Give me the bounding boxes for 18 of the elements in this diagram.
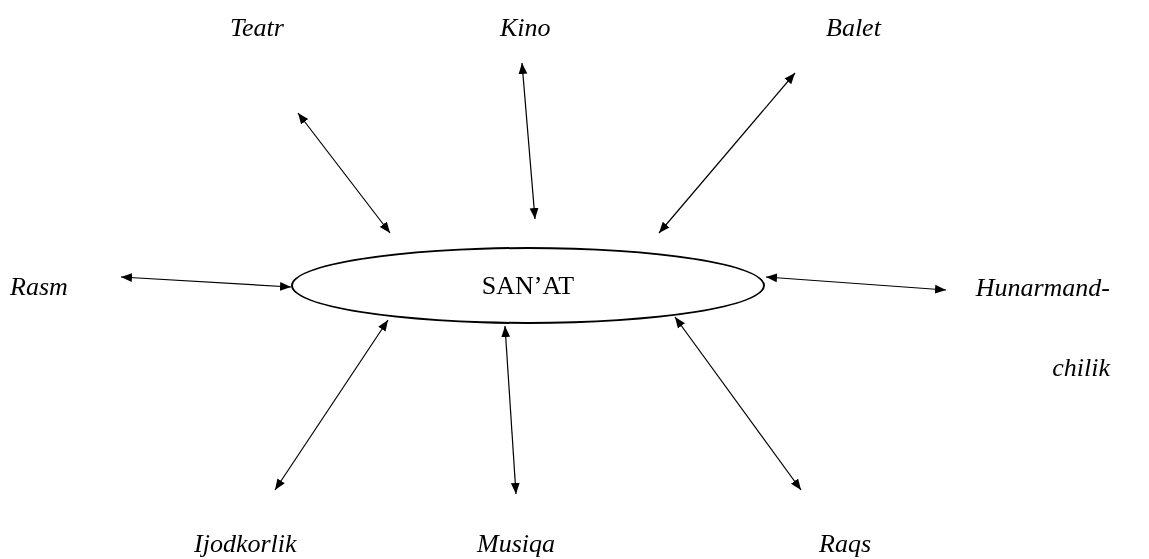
category-label: Kino bbox=[500, 12, 551, 44]
double-arrow bbox=[674, 316, 802, 491]
category-label: Rasm bbox=[10, 271, 68, 303]
double-arrow bbox=[501, 325, 520, 495]
double-arrow bbox=[518, 62, 539, 220]
double-arrow bbox=[765, 273, 947, 294]
double-arrow bbox=[297, 112, 391, 234]
category-label: Balet bbox=[826, 12, 881, 44]
double-arrow bbox=[658, 72, 796, 234]
double-arrow bbox=[274, 319, 389, 491]
double-arrow bbox=[120, 273, 292, 291]
category-label: Ijodkorlik bbox=[194, 528, 297, 559]
category-label: Musiqa bbox=[477, 528, 555, 559]
node-label: SAN’AT bbox=[481, 270, 575, 301]
category-label: Raqs bbox=[819, 528, 871, 559]
category-label: Teatr bbox=[230, 12, 284, 44]
ellipse-node bbox=[291, 247, 765, 324]
category-label: Hunarmand- chilik bbox=[940, 248, 1110, 408]
